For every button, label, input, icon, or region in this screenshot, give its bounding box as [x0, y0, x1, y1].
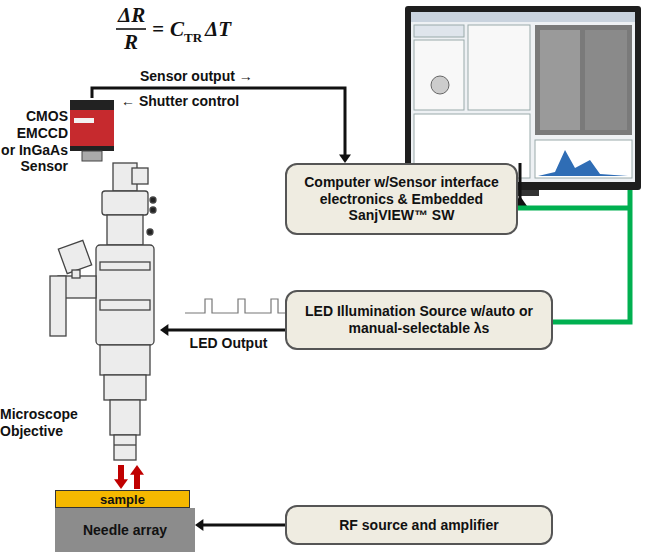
signal-label: Sensor output → [140, 68, 253, 84]
node-text: RF source and amplifier [339, 517, 498, 534]
illumination-arrow [114, 465, 128, 489]
rf-source-box: RF source and amplifier [285, 505, 553, 545]
signal-label: ← Shutter control [121, 93, 239, 109]
rf-drive-arrow [195, 519, 285, 531]
control-line [518, 206, 630, 211]
formula-text: = [152, 17, 164, 42]
microscope: Microscope Objective [0, 160, 160, 462]
formula-text: C [170, 17, 184, 42]
formula-text: R [124, 30, 138, 55]
camera-sensor: CMOS EMCCD or InGaAs Sensor [0, 98, 118, 170]
computer-box: Computer w/Sensor interface electronics … [285, 163, 518, 235]
sensor-output-line [92, 88, 351, 163]
reflection-arrow [130, 465, 144, 489]
led-source-box: LED Illumination Source w/auto or manual… [285, 290, 553, 350]
formula-text: ΔR [118, 3, 145, 28]
node-text: CMOS EMCCD or InGaAs Sensor [0, 108, 68, 175]
node-text: Microscope Objective [0, 406, 92, 440]
node-text: sample [100, 493, 145, 506]
node-text: LED Illumination Source w/auto or manual… [295, 303, 543, 337]
control-line [553, 190, 630, 322]
node-text: Computer w/Sensor interface electronics … [295, 174, 508, 224]
fraction-bar [116, 28, 146, 30]
edge-label: LED Output [190, 335, 268, 351]
needle-array: Needle array [55, 508, 195, 552]
sample-layer: sample [55, 490, 190, 508]
formula-text: ΔT [205, 17, 231, 42]
pulse-waveform [185, 299, 285, 313]
node-text: Needle array [83, 522, 167, 539]
formula-text: TR [184, 30, 202, 46]
led-output-arrow [160, 324, 285, 336]
camera [70, 100, 114, 161]
